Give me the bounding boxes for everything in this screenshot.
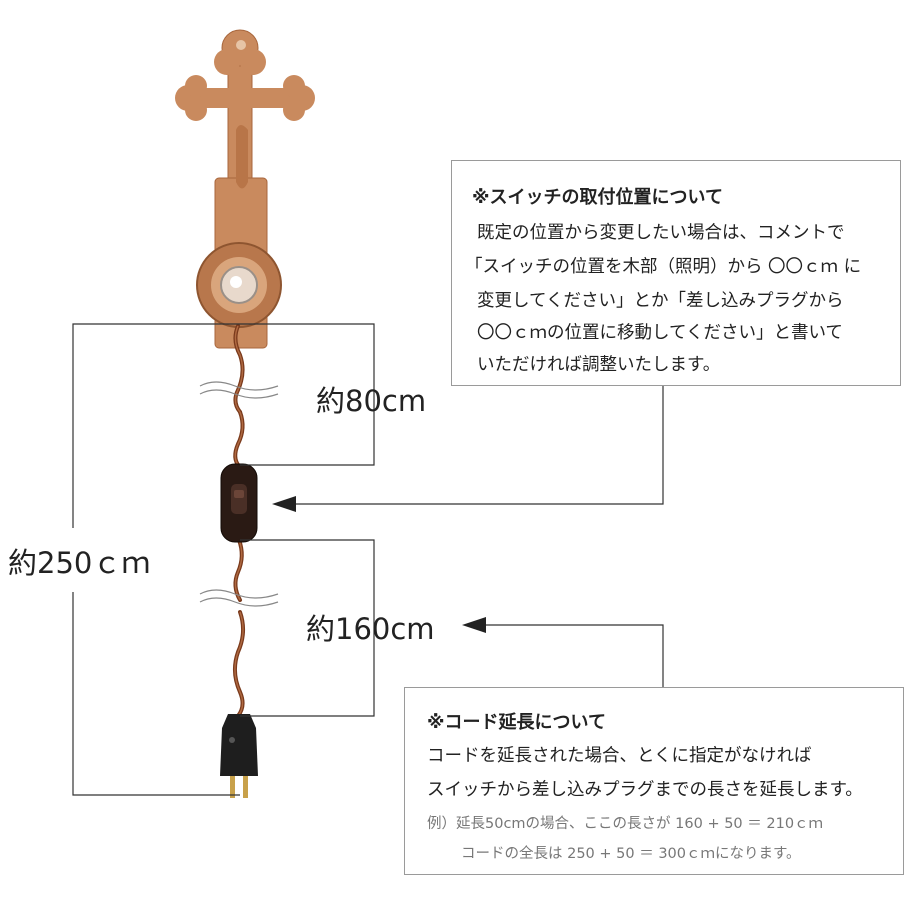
switch-note-title: ※スイッチの取付位置について bbox=[472, 187, 723, 208]
switch-note-line: 「スイッチの位置を木部（照明）から 〇〇ｃｍ に bbox=[465, 257, 862, 277]
cord-note-leader bbox=[478, 624, 664, 687]
switch-note-line: 変更してください」とか「差し込みプラグから bbox=[477, 291, 844, 311]
dimension-lines bbox=[72, 323, 664, 796]
cord-break-mark-upper bbox=[199, 381, 279, 399]
cord-note-line: スイッチから差し込みプラグまでの長さを延長します。 bbox=[427, 780, 863, 800]
total-dimension-top bbox=[72, 323, 240, 528]
switch-position-note: ※スイッチの取付位置について 既定の位置から変更したい場合は、コメントで 「スイ… bbox=[451, 160, 901, 386]
cord-note-title: ※コード延長について bbox=[427, 712, 606, 733]
lower-dimension-bracket bbox=[240, 539, 375, 717]
bulb-socket bbox=[196, 242, 282, 328]
cord-note-example: 例）延長50cmの場合、ここの長さが 160 + 50 ＝ 210ｃｍ bbox=[427, 816, 824, 832]
switch-note-line: いただければ調整いたします。 bbox=[477, 355, 721, 375]
cord-break-mark-lower bbox=[199, 589, 279, 607]
cord-note-example: コードの全長は 250 + 50 ＝ 300ｃｍになります。 bbox=[461, 846, 801, 862]
total-length-label: 約250ｃｍ bbox=[8, 546, 151, 580]
inline-switch bbox=[220, 463, 258, 543]
cord-highlight bbox=[234, 325, 244, 717]
plug bbox=[220, 714, 258, 798]
switch-note-line: 〇〇ｃｍの位置に移動してください」と書いて bbox=[477, 323, 843, 343]
cord-note-arrowhead bbox=[462, 617, 486, 633]
upper-length-label: 約80cm bbox=[316, 384, 427, 418]
switch-note-arrowhead bbox=[272, 496, 296, 512]
switch-note-leader bbox=[290, 386, 664, 505]
upper-dimension-bracket bbox=[240, 323, 375, 466]
cord-extension-note: ※コード延長について コードを延長された場合、とくに指定がなければ スイッチから… bbox=[404, 687, 904, 875]
cord-note-line: コードを延長された場合、とくに指定がなければ bbox=[427, 746, 812, 766]
lower-length-label: 約160cm bbox=[306, 612, 435, 646]
total-dimension-bottom bbox=[72, 592, 240, 796]
switch-note-line: 既定の位置から変更したい場合は、コメントで bbox=[477, 223, 845, 243]
